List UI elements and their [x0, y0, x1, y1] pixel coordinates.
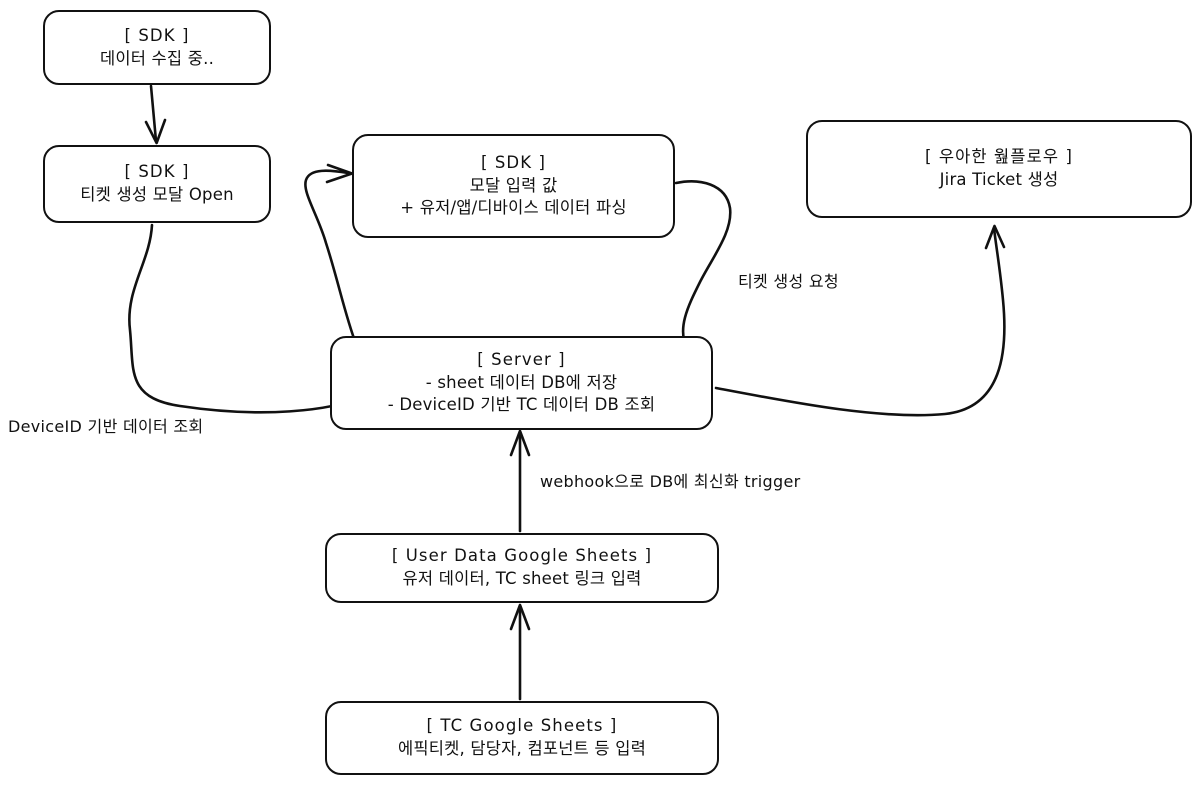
node-sdk-parse-line-2: + 유저/앱/디바이스 데이터 파싱: [400, 198, 627, 218]
node-sdk-collect[interactable]: [ SDK ] 데이터 수집 중..: [43, 10, 271, 85]
node-server[interactable]: [ Server ] - sheet 데이터 DB에 저장 - DeviceID…: [330, 336, 713, 430]
edge-label-ticket-create-request: 티켓 생성 요청: [738, 272, 839, 291]
edge-label-device-id-query: DeviceID 기반 데이터 조회: [8, 417, 204, 436]
node-sdk-collect-line-0: [ SDK ]: [124, 25, 190, 45]
node-sdk-parse[interactable]: [ SDK ] 모달 입력 값 + 유저/앱/디바이스 데이터 파싱: [352, 134, 675, 238]
edge-usersheets-to-server: [509, 429, 531, 533]
node-sdk-collect-line-1: 데이터 수집 중..: [99, 48, 215, 68]
node-server-line-2: - DeviceID 기반 TC 데이터 DB 조회: [387, 395, 656, 415]
node-workflow[interactable]: [ 우아한 웚플로우 ] Jira Ticket 생성: [806, 120, 1192, 218]
node-sdk-parse-line-0: [ SDK ]: [480, 152, 547, 172]
node-sdk-modal-open[interactable]: [ SDK ] 티켓 생성 모달 Open: [43, 145, 271, 223]
node-sdk-modal-open-line-0: [ SDK ]: [124, 162, 190, 182]
node-sdk-modal-open-line-1: 티켓 생성 모달 Open: [80, 185, 234, 204]
node-server-line-1: - sheet 데이터 DB에 저장: [425, 372, 618, 392]
edge-collect-to-modal: [144, 84, 167, 145]
node-user-sheets-line-0: [ User Data Google Sheets ]: [391, 546, 653, 566]
node-sdk-parse-line-1: 모달 입력 값: [469, 175, 558, 195]
node-tc-sheets-line-0: [ TC Google Sheets ]: [426, 716, 618, 736]
node-workflow-line-1: Jira Ticket 생성: [939, 170, 1059, 189]
edge-tcsheets-to-usersheets: [509, 603, 531, 701]
node-tc-sheets-line-1: 에픽티켓, 담당자, 컴포넌트 등 입력: [398, 739, 646, 758]
node-tc-google-sheets[interactable]: [ TC Google Sheets ] 에픽티켓, 담당자, 컴포넌트 등 입…: [325, 701, 719, 775]
node-workflow-line-0: [ 우아한 웚플로우 ]: [924, 147, 1074, 167]
node-user-sheets-line-1: 유저 데이터, TC sheet 링크 입력: [402, 569, 642, 588]
edge-server-to-workflow: [714, 224, 1006, 417]
edge-server-to-sdk-parse: [304, 163, 358, 346]
node-server-line-0: [ Server ]: [477, 349, 566, 369]
node-user-data-google-sheets[interactable]: [ User Data Google Sheets ] 유저 데이터, TC s…: [325, 533, 719, 603]
edge-label-webhook-trigger: webhook으로 DB에 최신화 trigger: [540, 472, 801, 491]
